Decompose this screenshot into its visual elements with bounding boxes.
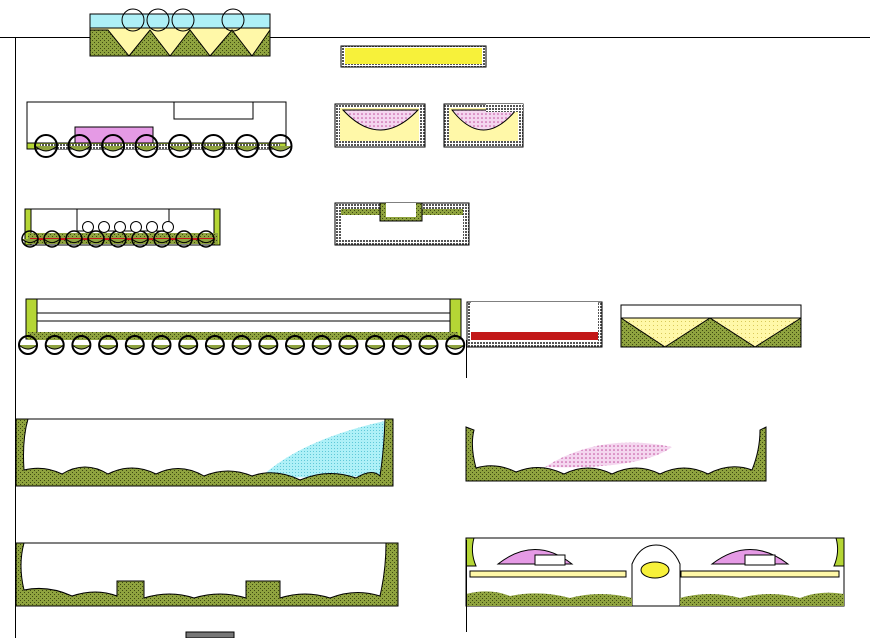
section-1 — [89, 8, 271, 57]
shrub-symbol — [21, 238, 39, 244]
small-tree-symbol — [82, 221, 94, 233]
section-12 — [15, 542, 399, 638]
section-8 — [466, 301, 603, 378]
section-11 — [465, 426, 767, 482]
shrub-symbol — [269, 145, 292, 152]
shrub-symbol — [197, 238, 215, 244]
shrub-symbol — [175, 238, 193, 244]
section-4 — [334, 103, 524, 148]
shrub-symbol — [312, 344, 332, 350]
section-7 — [18, 298, 466, 355]
shrub-symbol — [101, 145, 125, 152]
shrub-symbol — [419, 344, 438, 350]
shrub-symbol — [87, 238, 105, 244]
shrub-symbol — [125, 344, 145, 350]
small-tree-symbol — [162, 221, 174, 233]
shrub-symbol — [339, 344, 358, 350]
shrub-symbol — [205, 344, 225, 350]
section-3 — [26, 101, 293, 158]
shrub-symbol — [392, 344, 412, 350]
shrub-symbol — [65, 238, 83, 244]
shrub-symbol — [131, 238, 149, 244]
section-13 — [465, 537, 845, 632]
shrub-symbol — [202, 145, 225, 152]
shrub-symbol — [18, 344, 38, 350]
shrub-symbol — [45, 344, 65, 350]
shrub-symbol — [98, 344, 118, 350]
section-9 — [620, 304, 802, 348]
section-2 — [340, 45, 487, 68]
shrub-symbol — [72, 344, 91, 350]
section-5 — [21, 208, 221, 248]
shrub-symbol — [168, 145, 192, 152]
shrub-symbol — [68, 145, 91, 152]
small-tree-symbol — [98, 221, 110, 233]
shrub-symbol — [232, 344, 251, 350]
shrub-symbol — [235, 145, 259, 152]
shrub-symbol — [445, 344, 465, 350]
shrub-symbol — [365, 344, 385, 350]
small-tree-symbol — [130, 221, 142, 233]
shrub-symbol — [153, 238, 171, 244]
small-tree-symbol — [146, 221, 158, 233]
shrub-symbol — [109, 238, 127, 244]
section-6 — [334, 202, 470, 246]
shrub-symbol — [258, 344, 278, 350]
shrub-symbol — [152, 344, 171, 350]
shrub-symbol — [43, 238, 61, 244]
shrub-symbol — [135, 145, 158, 152]
small-tree-symbol — [114, 221, 126, 233]
shrub-symbol — [34, 145, 58, 152]
shrub-symbol — [285, 344, 305, 350]
shrub-symbol — [178, 344, 198, 350]
section-10 — [15, 418, 394, 487]
